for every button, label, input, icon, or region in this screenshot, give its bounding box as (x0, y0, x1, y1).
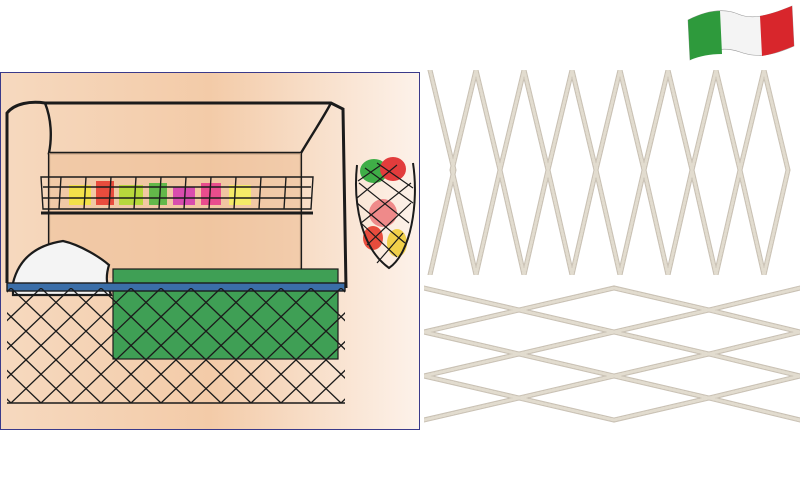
bunk-bed-net-sketch (0, 72, 420, 430)
diamond-mesh-vertical (424, 70, 800, 275)
hanging-net-bag (355, 157, 416, 270)
diamond-mesh-horizontal (424, 280, 800, 430)
flag-icon (687, 5, 795, 61)
italian-flag (680, 2, 798, 64)
bed-front-net (7, 288, 345, 403)
